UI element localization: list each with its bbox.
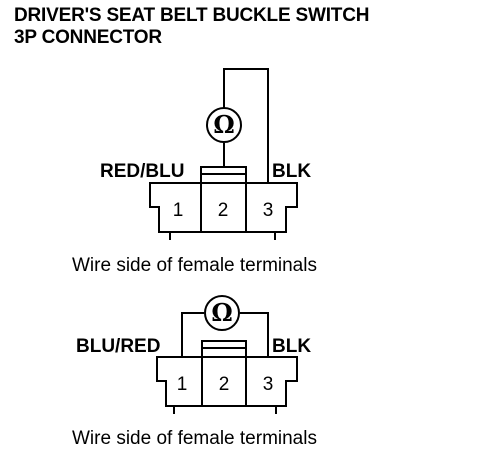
diagram-title-line-1: DRIVER'S SEAT BELT BUCKLE SWITCH (14, 5, 370, 26)
top-terminal-1: 1 (173, 200, 184, 221)
top-ohmmeter-icon: Ω (206, 107, 242, 143)
bottom-terminal-2: 2 (219, 374, 230, 395)
top-connector-icon (149, 166, 298, 240)
top-left-wire-label: RED/BLU (100, 161, 184, 182)
bottom-ohm-symbol: Ω (211, 298, 232, 327)
top-caption: Wire side of female terminals (72, 255, 317, 276)
bottom-meter-leads (181, 312, 269, 357)
bottom-right-wire-label: BLK (272, 336, 311, 357)
bottom-left-wire-label: BLU/RED (76, 336, 160, 357)
top-right-wire-label: BLK (272, 161, 311, 182)
bottom-terminal-1: 1 (177, 374, 188, 395)
top-terminal-3: 3 (263, 200, 274, 221)
bottom-terminal-3: 3 (263, 374, 274, 395)
bottom-connector-icon (156, 340, 298, 414)
bottom-diagram: Ω BLU/RED BLK 1 2 3 (76, 295, 311, 414)
top-terminal-2: 2 (218, 200, 229, 221)
top-diagram: Ω RED/BLU BLK 1 2 3 (100, 68, 311, 240)
diagram-title-line-2: 3P CONNECTOR (14, 27, 162, 48)
top-ohm-symbol: Ω (213, 110, 234, 139)
top-meter-leads (223, 68, 269, 183)
bottom-caption: Wire side of female terminals (72, 428, 317, 449)
bottom-ohmmeter-icon: Ω (204, 295, 240, 331)
